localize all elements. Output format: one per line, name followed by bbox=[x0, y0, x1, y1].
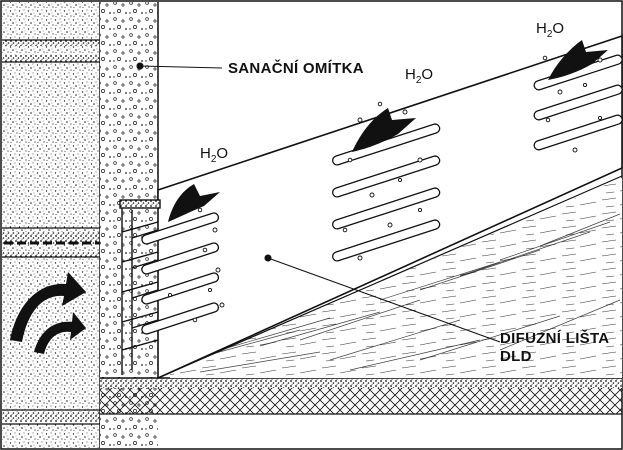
vapor-arrow-icon bbox=[168, 40, 608, 222]
strip-profile bbox=[119, 199, 161, 375]
vapor-label: H2O bbox=[405, 66, 434, 86]
render-label: SANAČNÍ OMÍTKA bbox=[228, 60, 364, 77]
strip-label: DIFUZNÍ LIŠTA bbox=[500, 330, 610, 347]
leader-lines bbox=[136, 62, 501, 343]
floor-base bbox=[100, 377, 622, 415]
moisture-arrow-icon bbox=[10, 272, 86, 354]
strip-label-code: DLD bbox=[500, 348, 532, 365]
vapor-label: H2O bbox=[200, 145, 229, 165]
ground-texture bbox=[170, 178, 622, 378]
masonry-wall bbox=[2, 2, 101, 448]
vapor-bubbles bbox=[167, 55, 603, 323]
vapor-label: H2O bbox=[536, 20, 565, 40]
strip-slots bbox=[141, 54, 623, 335]
